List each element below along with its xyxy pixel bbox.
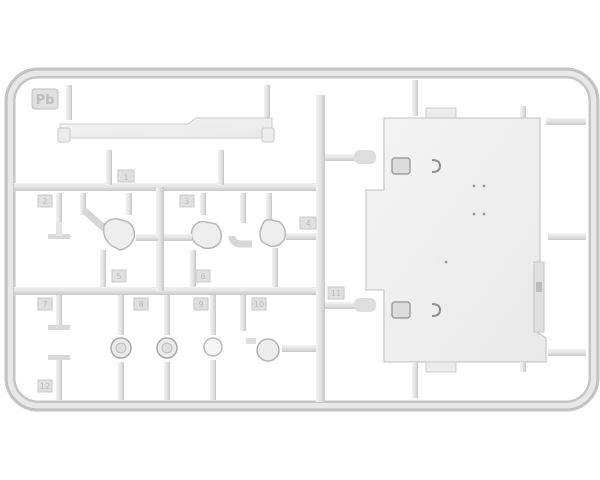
svg-text:1: 1	[123, 173, 128, 182]
number-tag: 4	[299, 216, 317, 230]
upper-row-parts	[48, 193, 316, 287]
svg-text:3: 3	[184, 197, 189, 206]
part-long-strip	[57, 85, 275, 185]
sprue-frame	[4, 67, 600, 412]
svg-text:8: 8	[138, 300, 143, 309]
svg-text:7: 7	[42, 300, 47, 309]
number-tag: 6	[195, 269, 211, 283]
number-tag: 5	[111, 269, 127, 283]
number-tag: 12	[37, 379, 53, 393]
lower-row-parts	[48, 295, 316, 400]
number-tag: 11	[327, 286, 345, 300]
number-tag: 10	[251, 297, 267, 311]
sprue-label: Pb	[36, 93, 55, 108]
number-tag: 3	[179, 194, 195, 208]
svg-text:12: 12	[40, 382, 50, 391]
runner-grid	[14, 95, 325, 402]
svg-text:6: 6	[200, 272, 205, 281]
number-tag: 9	[193, 297, 209, 311]
svg-text:11: 11	[331, 289, 341, 298]
part-number-tags: 1 2 3 4 5 6 7 8	[37, 169, 345, 393]
svg-text:5: 5	[116, 272, 121, 281]
number-tag: 1	[117, 169, 135, 183]
svg-text:9: 9	[198, 300, 203, 309]
svg-text:4: 4	[305, 219, 310, 228]
svg-text:10: 10	[254, 300, 264, 309]
number-tag: 2	[37, 194, 53, 208]
sprue-label-tag: Pb	[31, 88, 59, 110]
svg-text:2: 2	[42, 197, 47, 206]
part-large-plate	[325, 80, 586, 398]
number-tag: 7	[37, 297, 53, 311]
number-tag: 8	[133, 297, 149, 311]
